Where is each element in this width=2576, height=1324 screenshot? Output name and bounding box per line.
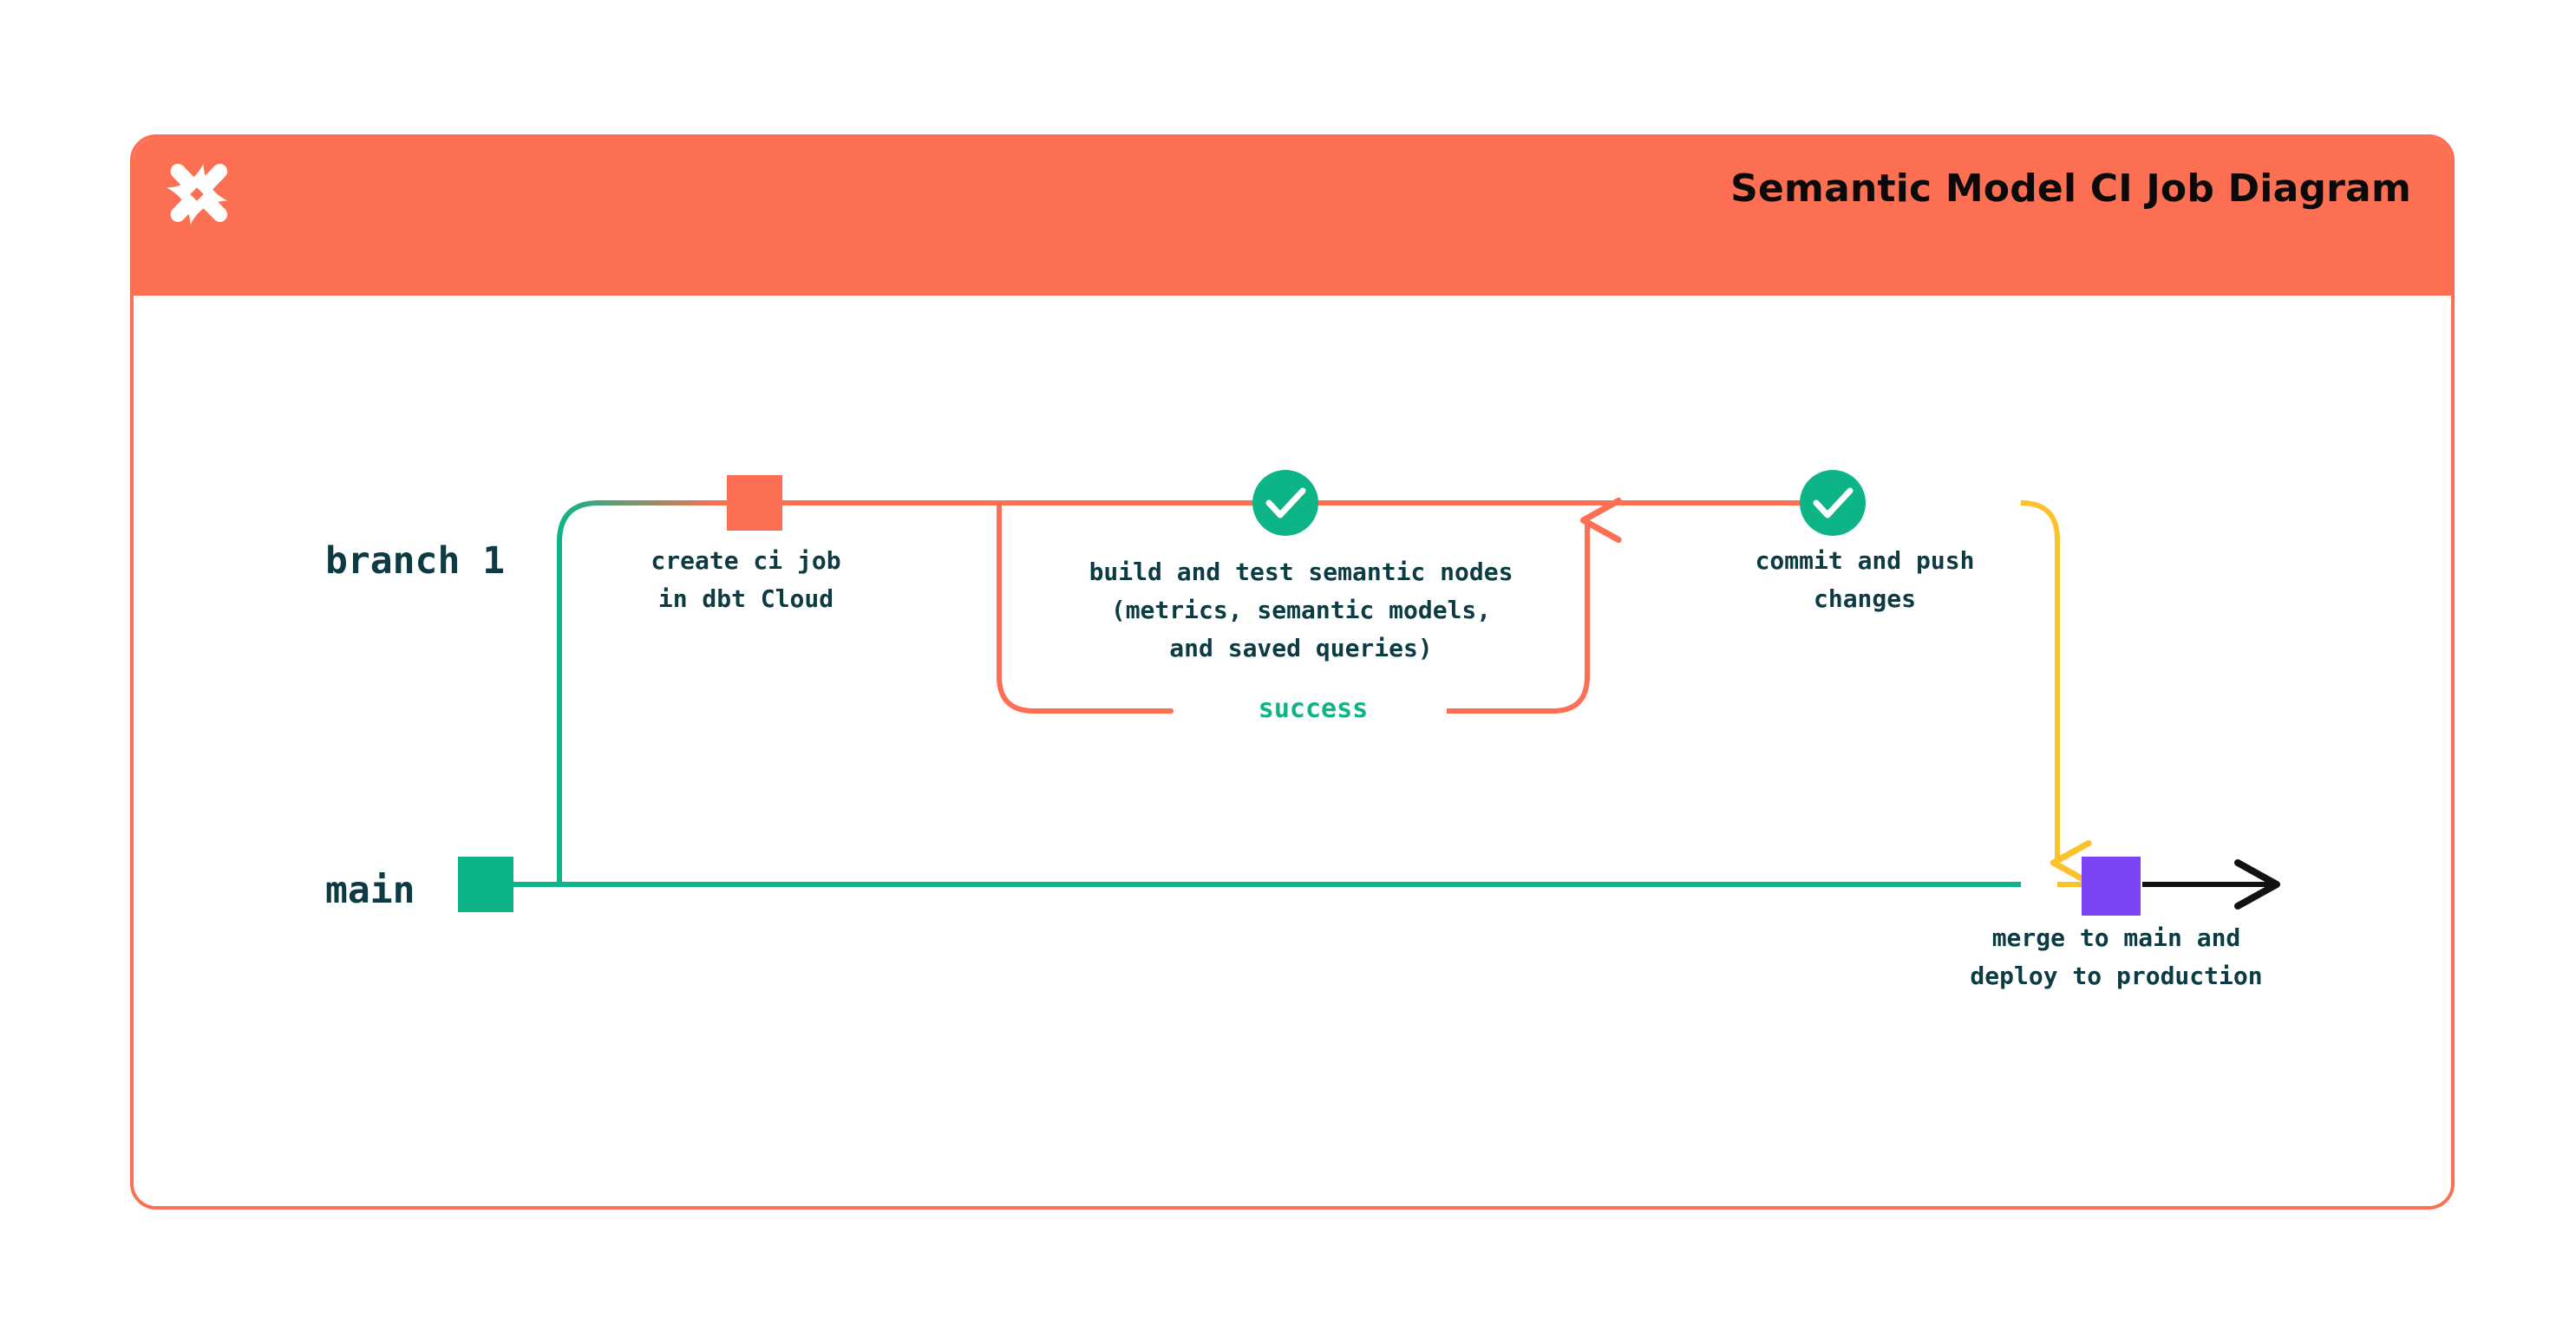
branch-label-main: main [325, 869, 415, 912]
node-label-line: create ci job [651, 546, 841, 575]
node-label-merge-to-main: merge to main and deploy to production [1839, 919, 2394, 995]
diagram-card [130, 134, 2455, 1210]
node-label-line: in dbt Cloud [657, 584, 834, 613]
branch-label-branch-1: branch 1 [325, 539, 506, 583]
card-header [134, 138, 2451, 296]
page-title: Semantic Model CI Job Diagram [1730, 166, 2411, 211]
node-label-line: commit and push [1755, 546, 1975, 575]
card-body [134, 299, 2451, 1206]
node-label-commit-and-push: commit and push changes [1639, 542, 2090, 618]
node-label-line: and saved queries) [1169, 634, 1433, 662]
node-label-line: deploy to production [1970, 962, 2263, 990]
node-label-create-ci-job: create ci job in dbt Cloud [572, 542, 919, 618]
node-label-line: (metrics, semantic models, [1110, 596, 1492, 624]
dbt-star-icon [166, 163, 228, 225]
node-label-line: build and test semantic nodes [1089, 558, 1514, 586]
edge-label-success: success [1180, 694, 1447, 724]
node-label-build-and-test: build and test semantic nodes (metrics, … [980, 553, 1622, 668]
node-label-line: changes [1813, 584, 1916, 613]
node-label-line: merge to main and [1991, 923, 2241, 952]
